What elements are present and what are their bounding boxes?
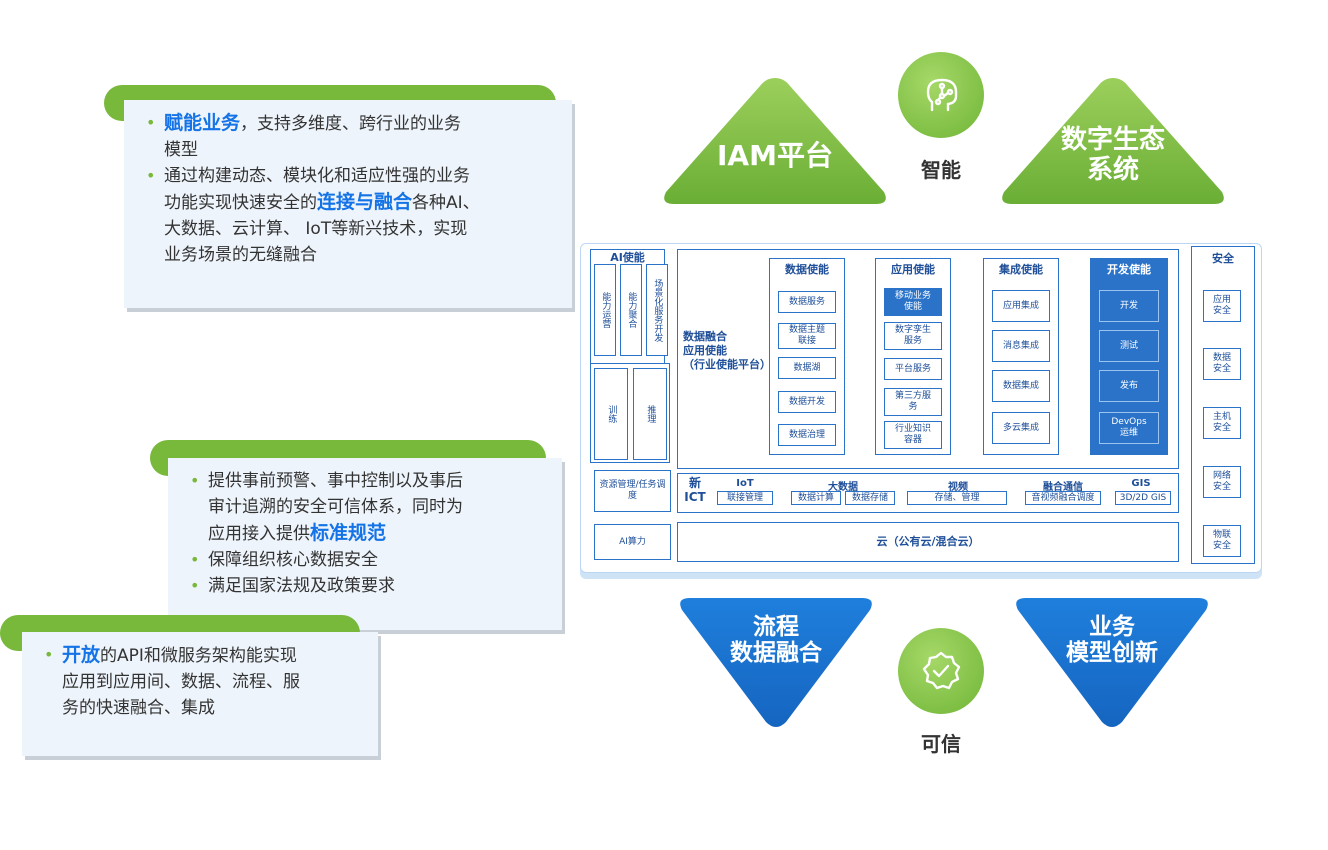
multicloud-integ-box: 多云集成 [992,412,1050,444]
center-platform-label: 数据融合应用使能（行业使能平台） [683,330,771,371]
app-enable-title: 应用使能 [891,263,935,276]
devops-box: DevOps运维 [1099,412,1159,444]
card2-item3: 满足国家法规及政策要求 [188,573,548,599]
test-box: 测试 [1099,330,1159,362]
digital-twin-box: 数字孪生服务 [884,322,942,350]
triangle-iam-label: IAM平台 [717,139,833,172]
iot-conn-box: 联接管理 [717,491,773,505]
ai-scene-dev-box: 场景化服务开发 [646,264,668,356]
data-integ-box: 数据集成 [992,370,1050,402]
release-box: 发布 [1099,370,1159,402]
bigdata-title: 大数据 [828,482,858,493]
video-title: 视频 [948,482,968,493]
app-integ-box: 应用集成 [992,290,1050,322]
data-enable-col [769,258,845,455]
mobile-biz-box: 移动业务使能 [884,288,942,316]
host-security-box: 主机安全 [1203,407,1241,439]
av-dispatch-box: 音视频融合调度 [1025,491,1101,505]
ai-head-badge [898,52,984,138]
ai-ops-box: 能力运营 [594,264,616,356]
triangle-digital-ecosystem-label: 数字生态系统 [1060,125,1165,185]
dev-enable-title: 开发使能 [1107,263,1151,276]
card1-item2: 通过构建动态、模块化和适应性强的业务功能实现快速安全的连接与融合各种AI、大数据… [144,163,558,268]
triangle-business-model [1016,598,1208,727]
ai-enable-title: AI使能 [610,251,645,264]
video-storage-box: 存储、管理 [907,491,1007,505]
ai-aggregate-box: 能力聚合 [620,264,642,356]
triangle-digital-ecosystem [1002,78,1224,204]
ai-train-box: 训练 [594,368,628,460]
data-topic-box: 数据主题联接 [778,323,836,349]
iot-title: IoT [736,478,754,489]
comm-title: 融合通信 [1043,482,1083,493]
security-col [1191,246,1255,564]
ai-compute-box: AI算力 [594,524,671,560]
ai-infer-box: 推理 [633,368,667,460]
card-security: 提供事前预警、事中控制以及事后审计追溯的安全可信体系，同时为应用接入提供标准规范… [168,458,562,630]
cloud-box: 云（公有云/混合云） [677,522,1179,562]
data-compute-box: 数据计算 [791,491,841,505]
ai-resource-box: 资源管理/任务调度 [594,470,671,512]
data-dev-box: 数据开发 [778,391,836,413]
triangle-iam [664,78,886,204]
data-security-box: 数据安全 [1203,348,1241,380]
network-security-box: 网络安全 [1203,466,1241,498]
data-gov-box: 数据治理 [778,424,836,446]
gis-title: GIS [1131,478,1151,489]
platform-service-box: 平台服务 [884,358,942,380]
data-enable-title: 数据使能 [785,263,829,276]
triangle-process-data-label: 流程数据融合 [730,614,822,667]
card2-item2: 保障组织核心数据安全 [188,547,548,573]
security-title: 安全 [1212,252,1234,265]
dev-box: 开发 [1099,290,1159,322]
ai-head-icon [926,78,958,112]
badge-intelligent-label: 智能 [921,158,961,182]
platform-diagram: AI使能 能力运营 能力聚合 场景化服务开发 训练 推理 资源管理/任务调度 A… [580,243,1262,573]
triangle-process-data [680,598,872,727]
data-lake-box: 数据湖 [778,357,836,379]
triangle-business-model-label: 业务模型创新 [1066,614,1158,667]
gis-3d2d-box: 3D/2D GIS [1115,491,1171,505]
iot-security-box: 物联安全 [1203,525,1241,557]
msg-integ-box: 消息集成 [992,330,1050,362]
data-service-box: 数据服务 [778,291,836,313]
trusted-badge [898,628,984,714]
badge-trusted-label: 可信 [921,732,961,756]
app-security-box: 应用安全 [1203,290,1241,322]
verified-seal-icon [922,651,961,690]
industry-knowledge-box: 行业知识容器 [884,421,942,449]
data-storage-box: 数据存储 [845,491,895,505]
third-party-box: 第三方服务 [884,388,942,416]
integ-enable-title: 集成使能 [999,263,1043,276]
